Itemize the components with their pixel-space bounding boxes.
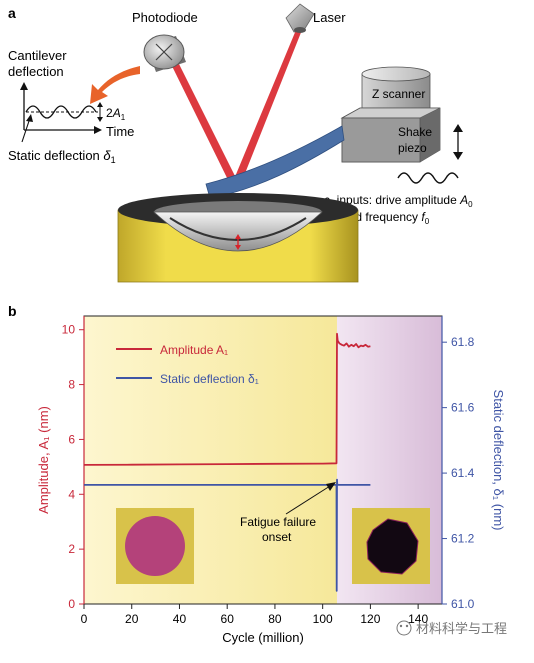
ac-input-wave — [397, 172, 459, 184]
legend: Amplitude A₁ Static deflection δ₁ — [116, 343, 259, 386]
right-axis: 61.0 61.2 61.4 61.6 61.8 — [441, 316, 475, 611]
right-tick-label: 61.6 — [451, 401, 475, 415]
amplitude-series-line — [83, 332, 371, 466]
x-tick-label: 60 — [221, 612, 235, 626]
x-tick-label: 100 — [313, 612, 333, 626]
panel-a: a Photodiode Laser Cantilever deflection — [8, 3, 473, 283]
annotation-line2: onset — [262, 530, 292, 544]
shake-piezo — [340, 107, 441, 163]
legend-static-deflection-label: Static deflection δ₁ — [160, 372, 259, 386]
left-tick-label: 8 — [68, 378, 75, 392]
incident-laser-beam — [232, 30, 302, 186]
left-axis: 0 2 4 6 8 10 — [62, 316, 85, 611]
left-tick-label: 6 — [68, 432, 75, 446]
ac-inputs-line2: and frequency f0 — [342, 210, 430, 226]
left-tick-label: 10 — [62, 323, 76, 337]
shake-label: Shake — [398, 125, 432, 139]
x-tick-label: 140 — [408, 612, 428, 626]
z-scanner-label: Z scanner — [372, 87, 425, 101]
x-tick-label: 20 — [125, 612, 139, 626]
panel-b-label: b — [8, 303, 17, 319]
panel-b: b 0 2 4 6 8 10 61.0 61.2 61.4 61.6 61.8 0 20 40 60 80… — [8, 303, 507, 645]
left-axis-label: Amplitude, A₁ (nm) — [36, 406, 51, 514]
cantilever-deflection-label-2: deflection — [8, 64, 64, 79]
right-axis-label: Static deflection, δ₁ (nm) — [491, 390, 506, 531]
amplitude-label: 2A1 — [106, 106, 126, 122]
left-tick-label: 2 — [68, 542, 75, 556]
annotation-line1: Fatigue failure — [240, 515, 316, 529]
photodiode — [143, 34, 186, 72]
x-tick-label: 0 — [81, 612, 88, 626]
ac-inputs-line1: a.c. inputs: drive amplitude A0 — [314, 193, 473, 209]
inset-after-failure — [352, 508, 430, 584]
right-tick-label: 61.4 — [451, 466, 475, 480]
watermark-text: 材料科学与工程 — [416, 621, 507, 636]
fatigue-annotation: Fatigue failure onset — [240, 482, 336, 544]
piezo-label: piezo — [398, 141, 427, 155]
static-deflection-label: Static deflection δ1 — [8, 148, 116, 165]
cantilever-deflection-label: Cantilever — [8, 48, 67, 63]
right-tick-label: 61.8 — [451, 335, 475, 349]
x-tick-label: 40 — [173, 612, 187, 626]
x-axis-label: Cycle (million) — [222, 630, 304, 645]
oscillation-wave — [25, 105, 97, 119]
substrate — [117, 193, 359, 283]
photodiode-label: Photodiode — [132, 10, 198, 25]
panel-a-label: a — [8, 5, 16, 21]
watermark: 材料科学与工程 — [396, 620, 507, 636]
right-tick-label: 61.2 — [451, 532, 475, 546]
laser-label: Laser — [313, 10, 346, 25]
inset-before-failure — [116, 508, 194, 584]
legend-amplitude-label: Amplitude A₁ — [160, 343, 228, 357]
left-tick-label: 0 — [68, 597, 75, 611]
left-tick-label: 4 — [68, 487, 75, 501]
x-tick-label: 120 — [360, 612, 380, 626]
time-label: Time — [106, 124, 134, 139]
laser-source — [285, 3, 315, 33]
x-tick-label: 80 — [268, 612, 282, 626]
cantilever — [205, 125, 345, 199]
signal-arrow-icon — [90, 66, 140, 104]
x-axis: 0 20 40 60 80 100 120 140 — [81, 604, 428, 626]
membrane — [152, 211, 324, 252]
right-tick-label: 61.0 — [451, 597, 475, 611]
reflected-laser-beam — [170, 58, 240, 188]
z-scanner — [361, 66, 431, 109]
